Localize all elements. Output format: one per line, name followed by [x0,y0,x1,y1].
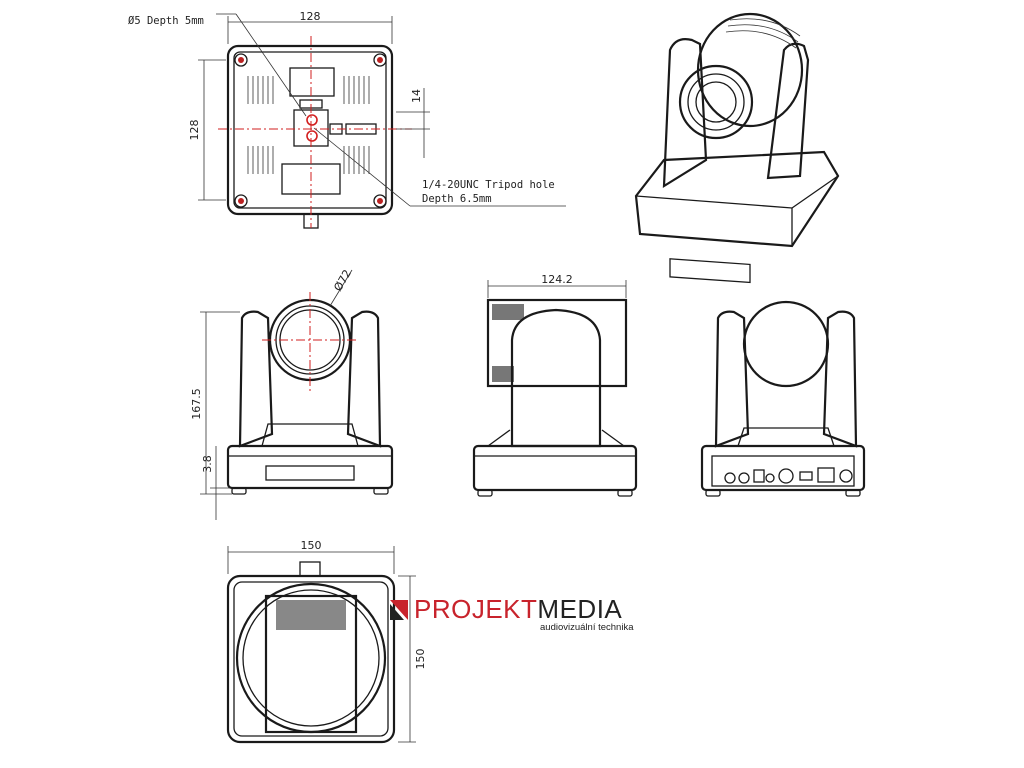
bottom-view: 128 128 14 Ø5 Depth 5mm 1/4-20UNC Tripod… [128,10,566,229]
side-view: 124.2 [472,273,638,497]
isometric-view [634,12,840,284]
front-height-label: 167.5 [190,388,203,420]
rear-view [700,300,866,497]
screw-note: Ø5 Depth 5mm [128,15,204,27]
tripod-note-1: 1/4-20UNC Tripod hole [422,179,555,191]
tripod-note-2: Depth 6.5mm [422,193,492,205]
side-width-label: 124.2 [541,273,573,286]
corner-screws [234,53,387,208]
logo-name-part1: PROJEKT [414,594,538,624]
base-gap-label: 3.8 [201,455,214,473]
logo-name-part2: MEDIA [537,594,623,624]
side-vent [492,304,524,382]
top-width-label: 150 [301,539,322,552]
logo-mark-icon [390,600,408,620]
vent-grilles [247,75,370,175]
projektmedia-logo: PROJEKTMEDIA audiovizuální technika [388,594,648,636]
logo-name: PROJEKTMEDIA [414,594,622,625]
lens-label: Ø72 [331,267,354,293]
bottom-offset-label: 14 [410,89,423,103]
top-depth-label: 150 [414,649,427,670]
front-view: Ø72 167.5 3.8 [190,267,394,520]
bottom-height-label: 128 [188,120,201,141]
bottom-width-label: 128 [300,10,321,23]
rear-connectors [724,467,853,484]
top-view: 150 150 [226,539,427,744]
logo-tagline: audiovizuální technika [540,622,634,633]
